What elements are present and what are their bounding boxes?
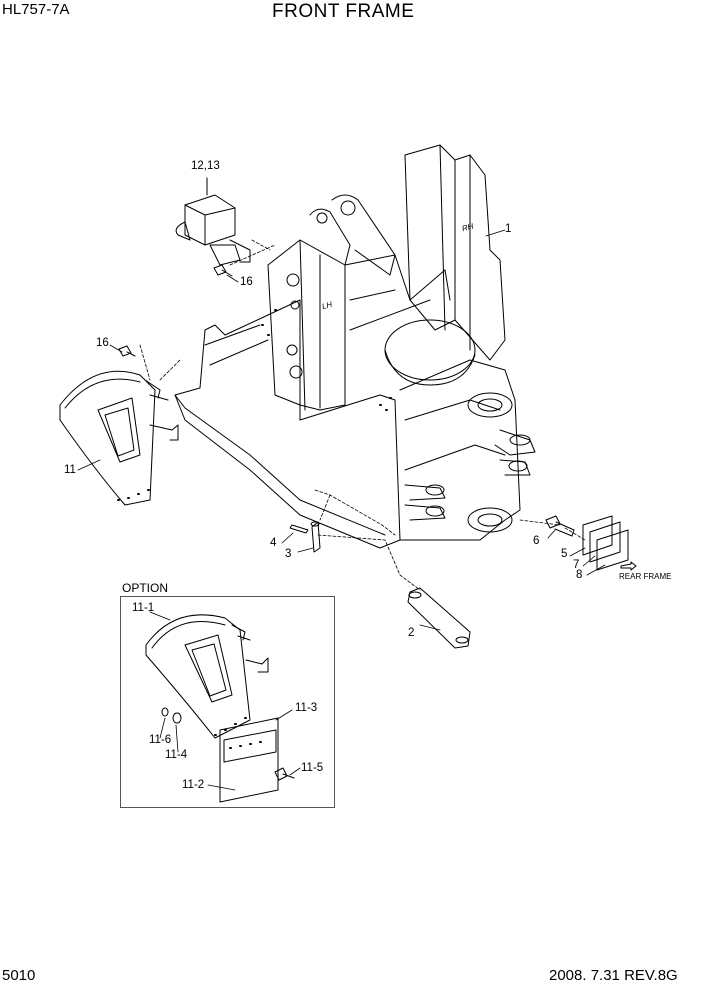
option-frame [120,596,335,808]
pin-3 [310,521,321,553]
revision-date: 2008. 7.31 REV.8G [549,967,678,984]
clip-4 [289,524,309,534]
callout-3: 3 [285,548,292,560]
option-title: OPTION [122,581,169,595]
bolt-16-left [118,345,136,357]
page-number: 5010 [2,967,36,984]
rear-frame-arrow [620,561,637,571]
washer-nut-11-4-11-6 [161,707,182,724]
leader-lines [77,229,606,791]
callout-11-4: 11-4 [165,749,188,761]
callout-16-left: 16 [96,337,109,349]
bracket-12-13 [175,177,251,266]
callout-11: 11 [64,464,76,476]
callout-8: 8 [576,569,583,581]
page-title: FRONT FRAME [272,1,415,22]
callout-6: 6 [533,535,540,547]
callout-12-13: 12,13 [191,160,220,172]
rear-frame-note: REAR FRAME [619,572,672,581]
callout-1: 1 [505,223,512,235]
fender-11-1 [145,614,269,739]
callout-2: 2 [408,627,415,639]
bolt-11-5 [274,767,295,781]
callout-11-3: 11-3 [295,702,318,714]
callout-11-2: 11-2 [182,779,205,791]
model-number: HL757-7A [2,1,70,18]
callout-11-6: 11-6 [149,734,172,746]
shim-plates-5-7-8 [582,515,629,571]
bolt-6 [545,515,575,537]
callout-16-upper: 16 [240,276,253,288]
fender-11 [59,370,179,506]
callout-11-5: 11-5 [301,762,324,774]
mud-flap-11-2 [219,717,279,803]
link-bar-2 [407,587,471,649]
callout-5: 5 [561,548,568,560]
callout-4: 4 [270,537,277,549]
callout-11-1: 11-1 [132,602,155,614]
front-frame-part [174,144,536,549]
callout-7: 7 [573,559,580,571]
bolt-16-upper [213,264,233,277]
